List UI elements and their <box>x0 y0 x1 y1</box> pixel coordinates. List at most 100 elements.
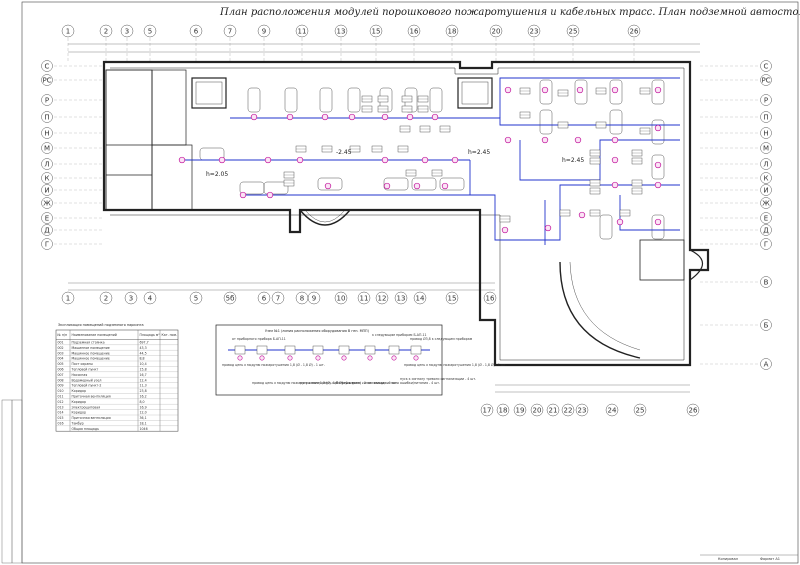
row-label: П <box>44 113 49 121</box>
axis-label: 2 <box>104 295 108 303</box>
fire-module-marker <box>381 113 389 121</box>
fire-module-marker <box>654 124 662 132</box>
legend-cell: Водомерный узел <box>72 378 102 382</box>
legend-cell: 015 <box>58 416 64 420</box>
row-bubble <box>41 184 53 196</box>
legend-header: № п/п <box>58 333 68 337</box>
format-label: Формат А1 <box>760 557 780 561</box>
node-equipment-box <box>284 345 296 355</box>
equipment-boxes <box>283 87 651 223</box>
row-bubble <box>41 94 53 106</box>
axis-bubble <box>413 291 427 305</box>
axis-label: 11 <box>298 28 307 36</box>
fire-module-marker <box>578 211 586 219</box>
axis-bubble <box>357 291 371 305</box>
row-label: Н <box>44 129 49 137</box>
axis-label: 20 <box>533 407 542 415</box>
axis-label: 13 <box>397 295 406 303</box>
fire-module-marker <box>421 156 429 164</box>
axis-label: 5 <box>194 295 198 303</box>
axis-bubble <box>483 291 497 305</box>
fire-module-marker <box>451 156 459 164</box>
node-equipment-box <box>410 345 422 355</box>
left-stamp <box>1 399 23 564</box>
axis-bubble <box>575 403 589 417</box>
legend-cell: 8,0 <box>140 400 145 404</box>
row-bubble <box>41 238 53 250</box>
row-bubble <box>760 224 772 236</box>
node-module-marker <box>259 355 265 361</box>
row-bubble <box>760 197 772 209</box>
row-bubble <box>41 212 53 224</box>
node-module-marker <box>237 355 243 361</box>
row-bubble <box>41 74 53 86</box>
legend-cell: Машинное помещение <box>72 351 110 355</box>
building-walls <box>102 60 710 367</box>
legend-cell: Коридор <box>72 389 87 393</box>
legend-cell: Пост охраны <box>72 362 94 366</box>
fire-module-marker <box>250 113 258 121</box>
row-label: Ж <box>762 199 770 207</box>
node-diagram-label: от приборного прибора Б-АП-11 <box>232 337 286 341</box>
axis-label: 20 <box>492 28 501 36</box>
node-equipment-box <box>234 345 246 355</box>
axis-label: 11 <box>360 295 369 303</box>
row-label: Н <box>763 129 768 137</box>
axis-bubble <box>513 403 527 417</box>
legend-cell: 014 <box>58 411 64 415</box>
node-module-marker <box>315 355 321 361</box>
axis-bubble <box>189 291 203 305</box>
axis-label: 7 <box>276 295 280 303</box>
parking-cars <box>199 79 665 240</box>
row-bubble <box>760 142 772 154</box>
legend-cell: 44,5 <box>140 351 147 355</box>
legend-cell: 36,1 <box>140 416 147 420</box>
axis-label: 15 <box>372 28 381 36</box>
axis-label: 22 <box>564 407 573 415</box>
fire-module-marker <box>574 136 582 144</box>
node-diagram-label: (пуск реле) сигнализации - 1 шт. <box>342 381 398 385</box>
axis-label: 10 <box>337 295 346 303</box>
axis-label: 18 <box>499 407 508 415</box>
axis-label: 9 <box>262 28 266 36</box>
legend-cell: 12,4 <box>140 378 147 382</box>
axis-bubble <box>566 24 580 38</box>
fire-module-marker <box>501 226 509 234</box>
legend-cell: 003 <box>58 351 64 355</box>
fire-module-marker <box>541 86 549 94</box>
fire-module-marker <box>504 86 512 94</box>
row-label: Р <box>764 96 768 104</box>
legend-cell: Тепловой пункт-2 <box>71 384 102 388</box>
axis-label: 13 <box>337 28 346 36</box>
axis-bubble <box>99 24 113 38</box>
row-bubble <box>760 158 772 170</box>
legend-cell: Коридор <box>72 411 87 415</box>
axis-bubble <box>445 24 459 38</box>
axis-label: 8 <box>300 295 304 303</box>
row-bubble <box>41 224 53 236</box>
sheet-frame <box>21 1 799 564</box>
row-label: Ж <box>43 199 51 207</box>
legend-cell: 1046 <box>140 427 148 431</box>
legend-cell: Коридор <box>72 400 87 404</box>
node-equipment-box <box>256 345 268 355</box>
row-label: Г <box>764 240 768 248</box>
axis-label: 24 <box>608 407 617 415</box>
fire-module-marker <box>654 181 662 189</box>
axis-bubble <box>334 291 348 305</box>
legend-cell: 008 <box>58 378 64 382</box>
node-module-marker <box>367 355 373 361</box>
row-label: Д <box>44 226 50 234</box>
row-bubble <box>41 111 53 123</box>
row-bubble <box>760 238 772 250</box>
axis-bubble <box>334 24 348 38</box>
row-bubble <box>760 184 772 196</box>
axis-bubble <box>375 291 389 305</box>
legend-title: Экспликация помещений подземного паркинг… <box>58 323 144 327</box>
legend-header: Наименование помещений <box>72 333 117 337</box>
row-label: К <box>764 174 769 182</box>
